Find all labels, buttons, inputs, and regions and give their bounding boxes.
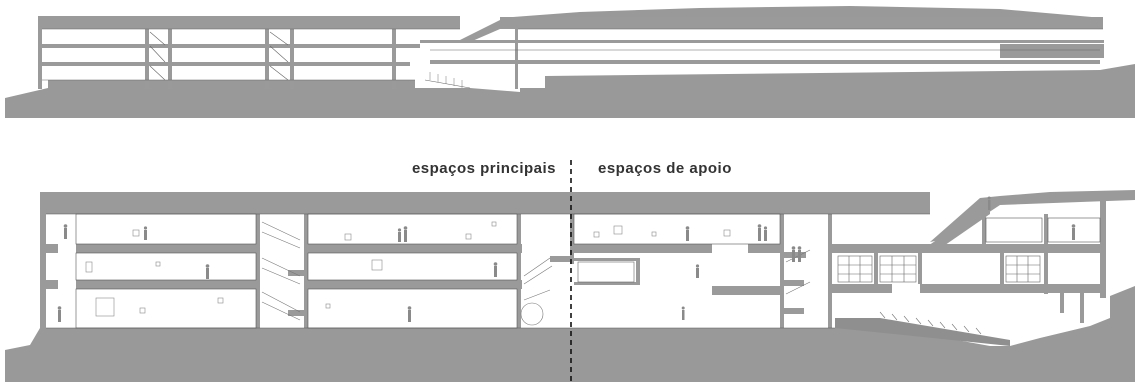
furniture-marks (85, 221, 731, 317)
bottom-section (5, 190, 1135, 382)
top-floor-1 (40, 44, 420, 48)
round-object (520, 302, 544, 326)
main-spaces-label: espaços principais (411, 160, 556, 177)
top-terrain (5, 64, 1135, 118)
human-figures (57, 196, 1076, 322)
floor-slabs-main (46, 244, 522, 289)
top-stairs (429, 72, 463, 88)
staircases (261, 221, 811, 321)
right-ramp (925, 210, 990, 252)
floor-slabs-support (574, 244, 1100, 295)
top-floor-right-2 (430, 60, 1100, 64)
ground-mass (5, 286, 1135, 382)
top-walls (38, 29, 518, 89)
top-hill (500, 6, 1103, 18)
window-grids (577, 255, 1041, 283)
top-floor-right-3 (1000, 44, 1104, 58)
right-blocks (874, 200, 1106, 323)
top-section (5, 6, 1135, 118)
top-roof-right (500, 17, 1103, 29)
top-floor-right-1 (420, 40, 1104, 43)
support-spaces-label: espaços de apoio (598, 160, 732, 177)
roof-slab (40, 192, 930, 214)
top-floor-2 (40, 62, 410, 66)
ground-slope (835, 318, 1010, 346)
top-outlines (42, 28, 1103, 89)
outline-lines (46, 213, 1101, 329)
top-ramp (460, 20, 500, 42)
auditorium-seats (879, 311, 982, 335)
top-roof-left (38, 16, 460, 29)
right-hill (930, 190, 1135, 242)
left-wall (40, 214, 46, 328)
